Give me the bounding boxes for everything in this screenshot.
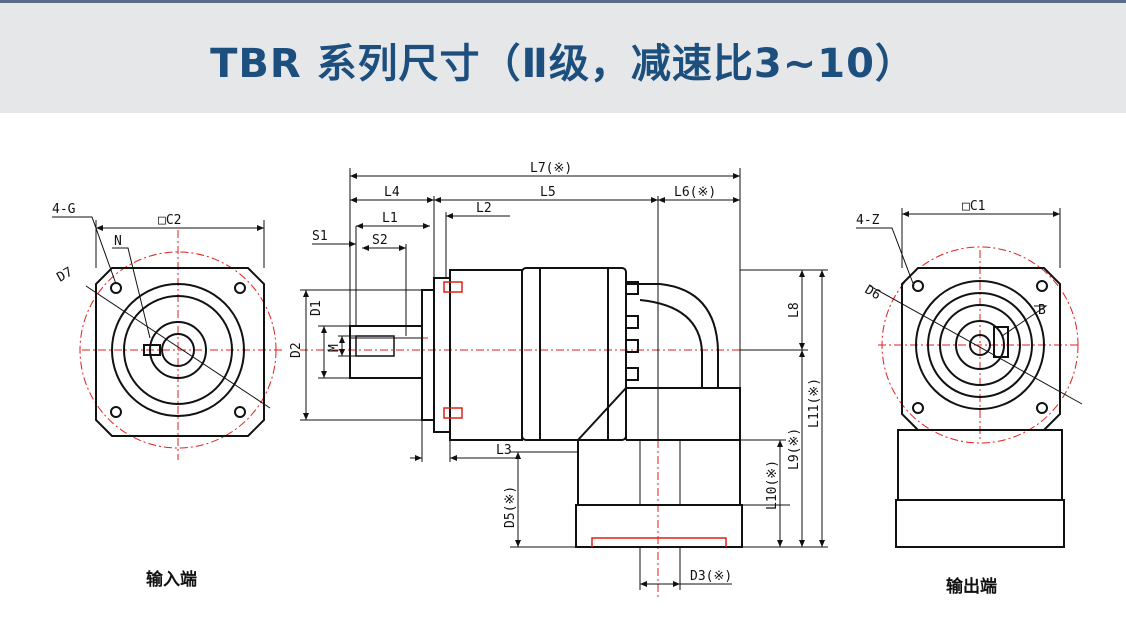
l4-label: L4 [384, 185, 400, 200]
bolt-hole-icon [234, 282, 246, 294]
l7-label: L7(※) [530, 161, 572, 176]
d3-label: D3(※) [690, 569, 732, 584]
d2-label: D2 [289, 342, 304, 358]
bolt-hole-icon [234, 406, 246, 418]
bolt-hole-icon [1036, 402, 1048, 414]
dc1-label: □C1 [962, 199, 985, 214]
gear-housing [521, 267, 627, 441]
bolt-hole-icon [110, 406, 122, 418]
l8-label: L8 [787, 302, 802, 318]
s2-label: S2 [372, 233, 388, 248]
side-view [300, 168, 828, 600]
bolt-hole-icon [912, 402, 924, 414]
bolt-hole-icon [110, 282, 122, 294]
d1-label: D1 [309, 300, 324, 316]
four-g-label: 4-G [52, 202, 76, 217]
l6-label: L6(※) [674, 185, 716, 200]
four-z-label: 4-Z [856, 213, 880, 228]
s1-label: S1 [312, 229, 328, 244]
input-flange [95, 267, 265, 437]
dc2-label: □C2 [158, 213, 181, 228]
m-label: M [327, 344, 342, 352]
page-title: TBR 系列尺寸（Ⅱ级，减速比3~10） [210, 41, 916, 87]
output-end-view [856, 208, 1083, 548]
n-label: N [114, 234, 122, 249]
l11-label: L11(※) [807, 378, 822, 428]
d6-label: D6 [862, 282, 883, 303]
dimension-drawing: □C2 4-G N D7 输入端 [52, 161, 1083, 600]
d5-label: D5(※) [503, 486, 518, 528]
l3-label: L3 [496, 443, 512, 458]
b-label: B [1038, 303, 1046, 318]
l9-label: L9(※) [787, 428, 802, 470]
l5-label: L5 [540, 185, 556, 200]
output-body [897, 429, 1063, 501]
output-flange [575, 504, 743, 548]
output-end-label: 输出端 [946, 576, 997, 597]
input-end-label: 输入端 [146, 569, 197, 590]
input-end-view [52, 216, 282, 460]
input-housing [449, 269, 523, 441]
l1-label: L1 [382, 211, 398, 226]
input-shaft [349, 325, 423, 379]
bolt-hole-icon [1036, 280, 1048, 292]
bolt-hole-icon [912, 280, 924, 292]
l10-label: L10(※) [765, 460, 780, 510]
d7-label: D7 [55, 265, 76, 286]
l2-label: L2 [476, 201, 492, 216]
title-banner: TBR 系列尺寸（Ⅱ级，减速比3~10） [0, 0, 1126, 113]
